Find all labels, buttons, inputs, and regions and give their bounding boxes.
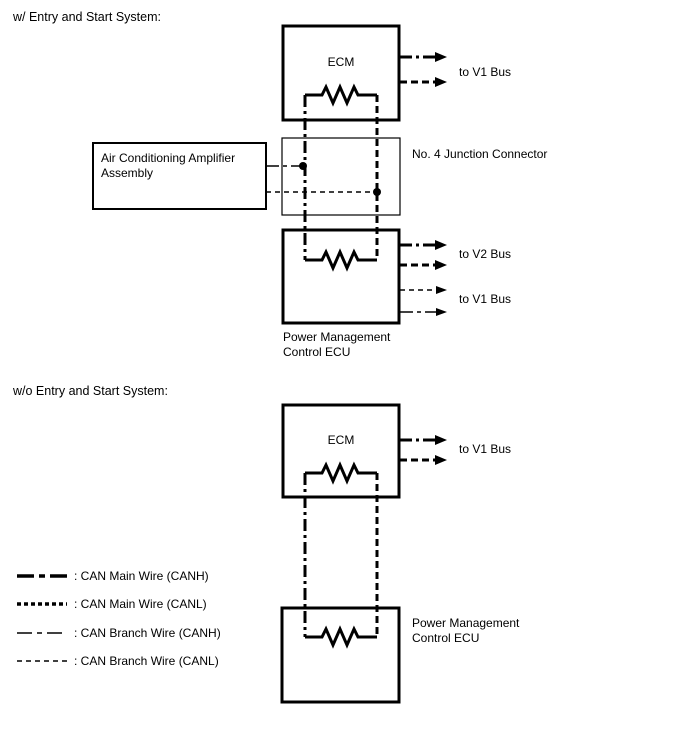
junction-connector-label: No. 4 Junction Connector	[412, 147, 547, 161]
arrowhead-icon	[435, 435, 447, 445]
pm-ecu-box-2	[280, 606, 401, 704]
junction-dot-canl	[373, 188, 381, 196]
section-title-with-entry: w/ Entry and Start System:	[12, 10, 161, 24]
ecm2-bus-label: to V1 Bus	[459, 442, 511, 456]
pm-ecu-2-label-line2: Control ECU	[412, 631, 479, 645]
ac-amplifier-label-line1: Air Conditioning Amplifier	[101, 151, 235, 165]
arrowhead-icon	[435, 455, 447, 465]
ecm-box-label: ECM	[328, 55, 355, 69]
legend-label-main-canh: : CAN Main Wire (CANH)	[74, 569, 209, 583]
junction-dot-canh	[299, 162, 307, 170]
arrowhead-icon	[435, 77, 447, 87]
arrowhead-icon	[435, 260, 447, 270]
arrowhead-icon	[435, 52, 447, 62]
resistor-icon-pm-ecu-2	[305, 625, 377, 649]
pm-ecu-label-line2: Control ECU	[283, 345, 350, 359]
pm-ecu-2-label-line1: Power Management	[412, 616, 520, 630]
resistor-icon-ecm-2	[305, 461, 377, 485]
legend-label-main-canl: : CAN Main Wire (CANL)	[74, 597, 207, 611]
resistor-icon-ecm	[305, 83, 377, 107]
arrowhead-icon	[436, 308, 447, 316]
pm-bus-label-v1: to V1 Bus	[459, 292, 511, 306]
legend-label-branch-canl: : CAN Branch Wire (CANL)	[74, 654, 219, 668]
pm-ecu-box	[281, 228, 401, 325]
pm-bus-label-v2: to V2 Bus	[459, 247, 511, 261]
arrowhead-icon	[435, 240, 447, 250]
section-title-without-entry: w/o Entry and Start System:	[12, 384, 168, 398]
arrowhead-icon	[436, 286, 447, 294]
legend: : CAN Main Wire (CANH) : CAN Main Wire (…	[17, 569, 221, 668]
ac-amplifier-label-line2: Assembly	[101, 166, 153, 180]
ecm-box-2-label: ECM	[328, 433, 355, 447]
ac-amplifier-box	[92, 142, 267, 210]
ecm-bus-label: to V1 Bus	[459, 65, 511, 79]
junction-connector-box	[281, 137, 401, 216]
pm-ecu-label-line1: Power Management	[283, 330, 391, 344]
ecm-box	[281, 24, 401, 122]
legend-label-branch-canh: : CAN Branch Wire (CANH)	[74, 626, 221, 640]
ecm-box-2	[281, 403, 401, 499]
resistor-icon-pm-ecu	[305, 248, 377, 272]
